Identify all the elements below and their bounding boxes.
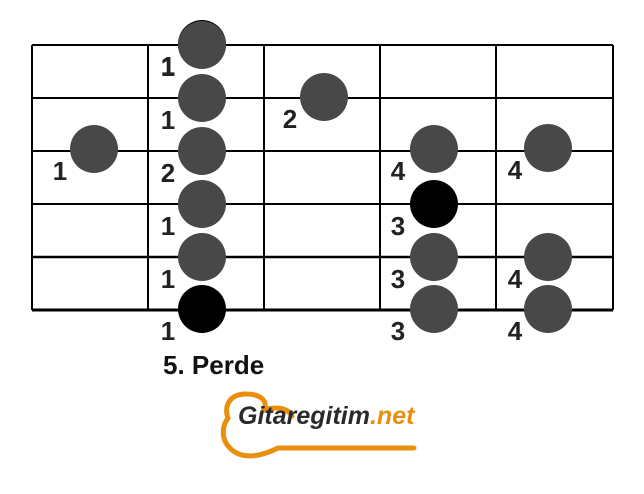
finger-number: 2	[283, 104, 297, 134]
finger-number: 3	[391, 211, 405, 241]
note-dot	[524, 233, 572, 281]
note-dots	[70, 20, 572, 333]
guitar-logo-icon	[220, 391, 417, 459]
finger-number: 1	[161, 105, 175, 135]
note-dot	[524, 285, 572, 333]
finger-number: 1	[161, 316, 175, 346]
finger-number: 4	[508, 316, 523, 346]
note-dot	[410, 233, 458, 281]
finger-number: 1	[161, 211, 175, 241]
logo-tld: .net	[369, 402, 415, 430]
finger-number: 3	[391, 264, 405, 294]
fretboard-grid	[31, 44, 614, 312]
fret-position-label: 5. Perde	[163, 350, 265, 380]
note-dot	[178, 74, 226, 122]
logo-wordmark: Gitaregitim.net	[238, 402, 414, 431]
root-note-dot	[410, 180, 458, 228]
note-dot	[410, 125, 458, 173]
finger-number: 4	[391, 156, 406, 186]
note-dot	[524, 124, 572, 172]
finger-number: 1	[161, 52, 175, 82]
note-dot	[178, 180, 226, 228]
finger-number: 3	[391, 316, 405, 346]
finger-number: 2	[161, 158, 175, 188]
finger-number: 1	[161, 264, 175, 294]
note-dot	[410, 285, 458, 333]
logo-brand: Gitaregitim	[238, 402, 370, 430]
root-note-dot	[178, 285, 226, 333]
note-dot	[178, 233, 226, 281]
note-dot	[300, 73, 348, 121]
finger-number: 1	[53, 156, 67, 186]
finger-number: 1	[161, 51, 175, 81]
finger-number: 4	[508, 155, 523, 185]
note-dot	[178, 21, 226, 69]
finger-number: 4	[508, 264, 523, 294]
note-dot	[70, 125, 118, 173]
note-dot	[178, 127, 226, 175]
